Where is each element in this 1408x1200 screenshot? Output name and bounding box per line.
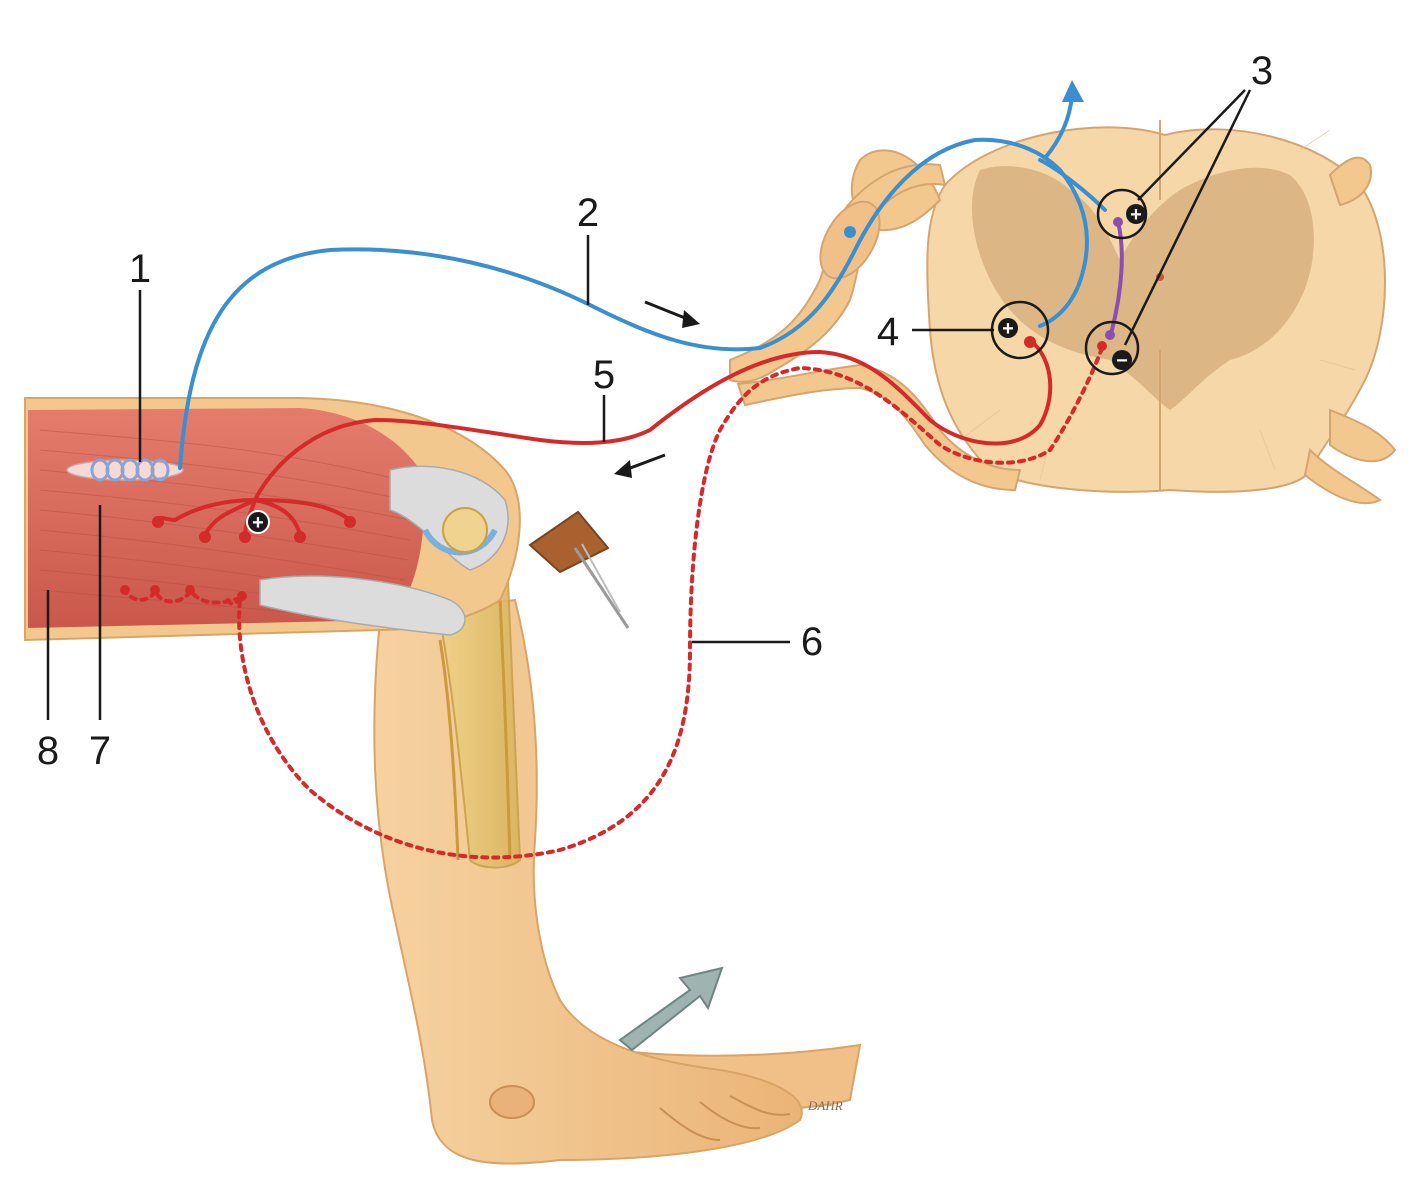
label-8: 8 — [37, 729, 59, 773]
lower-leg — [374, 565, 860, 1164]
patella — [443, 508, 487, 552]
inhibit-symbol: − — [1116, 350, 1128, 372]
label-1: 1 — [129, 247, 151, 291]
reflex-hammer — [530, 512, 628, 628]
label-4: 4 — [877, 310, 899, 354]
excite-symbol-spinal-top: + — [1130, 204, 1142, 226]
ascending-arrow — [1062, 80, 1084, 102]
excite-symbol-muscle: + — [252, 512, 264, 534]
label-3: 3 — [1251, 49, 1273, 93]
muscle-excitation-marker: + — [247, 511, 269, 534]
label-2: 2 — [577, 191, 599, 235]
label-7: 7 — [89, 729, 111, 773]
excite-symbol-spinal-motor: + — [1002, 318, 1014, 340]
label-6: 6 — [801, 620, 823, 664]
leg-kick-arrow — [620, 968, 722, 1050]
artist-signature: DAHR — [807, 1098, 843, 1113]
label-5: 5 — [593, 353, 615, 397]
muscle-spindle — [67, 460, 183, 480]
afferent-direction-arrow — [645, 302, 700, 328]
efferent-direction-arrow — [614, 455, 665, 478]
